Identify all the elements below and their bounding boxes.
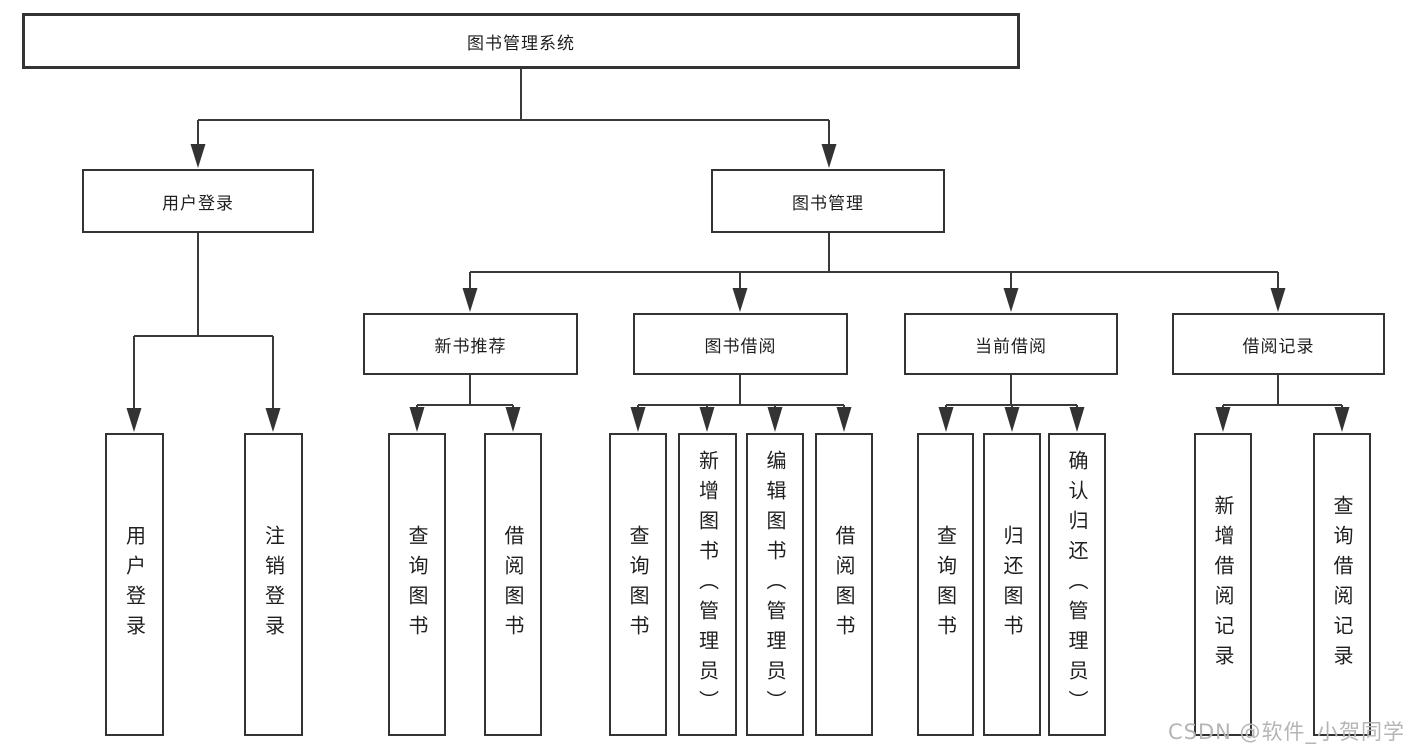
arrowheads-borrow-records-leaves xyxy=(1215,407,1350,432)
connector-new-book-to-leaves xyxy=(416,375,514,410)
leaf-label: 归还图书 xyxy=(1000,524,1024,645)
leaf-logout: 注销登录 xyxy=(244,433,303,736)
leaf-query-book-2: 查询图书 xyxy=(609,433,667,736)
connector-book-mgmt-to-level3 xyxy=(469,233,1279,291)
connector-user-login-to-leaves xyxy=(133,233,274,411)
leaf-label: 查询借阅记录 xyxy=(1330,494,1354,675)
leaf-label: 注销登录 xyxy=(261,524,286,645)
leaf-label: 新增借阅记录 xyxy=(1211,494,1235,675)
leaf-add-book-admin: 新增图书（管理员） xyxy=(678,433,737,736)
node-library-system: 图书管理系统 xyxy=(22,13,1020,69)
leaf-label: 用户登录 xyxy=(122,524,147,645)
leaf-label: 查询图书 xyxy=(405,524,429,645)
leaf-edit-book-admin: 编辑图书（管理员） xyxy=(746,433,804,736)
arrowheads-level2 xyxy=(190,144,837,168)
leaf-label: 确认归还（管理员） xyxy=(1065,449,1089,720)
leaf-label: 查询图书 xyxy=(626,524,650,645)
leaf-label: 新增图书（管理员） xyxy=(695,449,720,720)
node-borrow-records: 借阅记录 xyxy=(1172,313,1385,375)
leaf-user-login: 用户登录 xyxy=(105,433,164,736)
csdn-watermark: CSDN @软件_小贺同学 xyxy=(1168,720,1405,744)
arrowheads-user-login-leaves xyxy=(126,408,281,432)
leaf-label: 借阅图书 xyxy=(501,524,525,645)
leaf-query-book-3: 查询图书 xyxy=(917,433,974,736)
connector-root-to-level2 xyxy=(197,69,830,147)
connector-book-borrow-to-leaves xyxy=(637,375,845,410)
leaf-return-book: 归还图书 xyxy=(983,433,1041,736)
arrowheads-book-borrow-leaves xyxy=(630,407,852,432)
arrowheads-level3 xyxy=(462,288,1286,312)
leaf-label: 查询图书 xyxy=(933,524,958,645)
leaf-add-borrow-record: 新增借阅记录 xyxy=(1194,433,1252,736)
leaf-query-book-1: 查询图书 xyxy=(388,433,446,736)
leaf-label: 借阅图书 xyxy=(832,524,856,645)
arrowheads-new-book-leaves xyxy=(409,407,521,432)
arrowheads-current-borrow-leaves xyxy=(938,407,1085,432)
leaf-confirm-return-admin: 确认归还（管理员） xyxy=(1048,433,1106,736)
leaf-borrow-book-1: 借阅图书 xyxy=(484,433,542,736)
node-current-borrow: 当前借阅 xyxy=(904,313,1118,375)
connector-borrow-records-to-leaves xyxy=(1222,375,1343,410)
leaf-borrow-book-2: 借阅图书 xyxy=(815,433,873,736)
node-new-book-recommend: 新书推荐 xyxy=(363,313,578,375)
leaf-query-borrow-record: 查询借阅记录 xyxy=(1313,433,1371,736)
leaf-label: 编辑图书（管理员） xyxy=(763,449,787,720)
node-book-management: 图书管理 xyxy=(711,169,945,233)
node-user-login: 用户登录 xyxy=(82,169,314,233)
node-book-borrow: 图书借阅 xyxy=(633,313,848,375)
connector-current-borrow-to-leaves xyxy=(945,375,1078,410)
